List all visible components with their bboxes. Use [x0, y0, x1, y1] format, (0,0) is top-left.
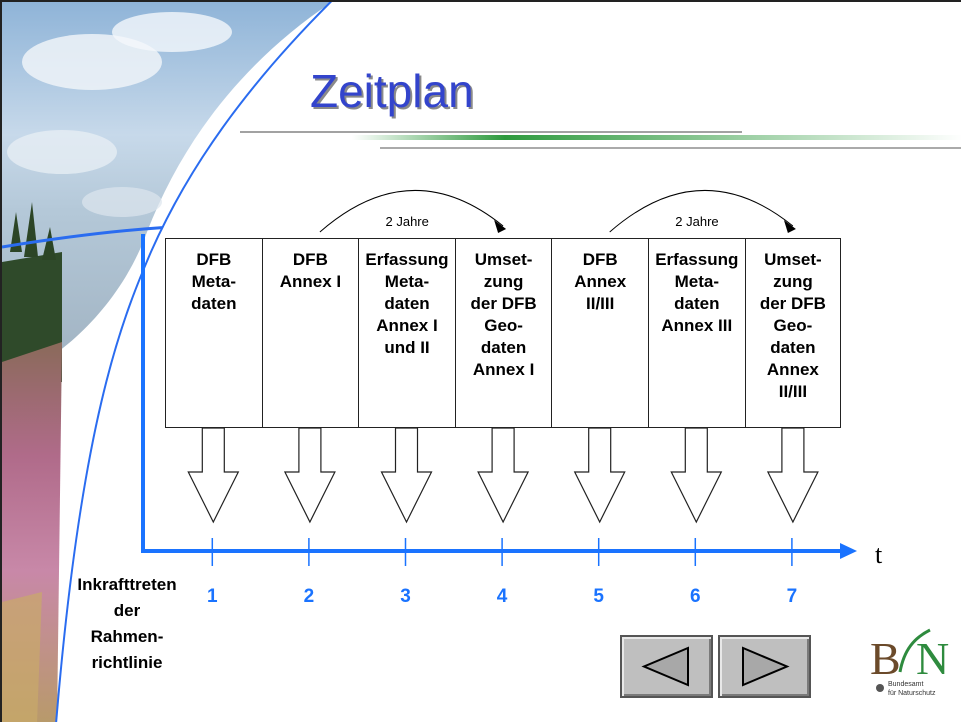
span-arrowhead-2 — [783, 220, 796, 233]
back-button[interactable] — [620, 635, 713, 698]
phase-box-2: DFB Annex I — [261, 238, 359, 428]
arrows-layer — [187, 427, 819, 524]
axis-tick-label-5: 5 — [593, 586, 604, 607]
triangle-right-icon — [742, 646, 790, 687]
triangle-left-icon — [641, 646, 689, 687]
logo-line1: Bundesamt — [888, 681, 923, 688]
axis-tick-label-3: 3 — [400, 586, 411, 607]
svg-text:B: B — [870, 633, 901, 684]
down-arrow-3 — [380, 427, 433, 524]
span-arrowhead-1 — [494, 220, 507, 233]
axis-variable-label: t — [875, 540, 883, 569]
axis-tick-label-2: 2 — [303, 586, 315, 607]
axis-tick-label-4: 4 — [496, 586, 508, 607]
bfn-logo-mark: B N Bundesamt für Naturschutz — [870, 628, 949, 697]
span-arc-2 — [609, 189, 794, 233]
axis-start-label: Inkrafttreten der Rahmen- richtlinie — [77, 575, 177, 672]
slide-title: Zeitplan — [310, 65, 474, 117]
phase-box-6: Erfassung Meta- daten Annex III — [648, 238, 745, 428]
svg-text:N: N — [916, 633, 949, 684]
axis-tick-label-6: 6 — [690, 586, 701, 607]
down-arrow-2 — [283, 427, 336, 524]
span-label-1: 2 Jahre — [385, 214, 429, 229]
down-arrow-7 — [766, 427, 819, 524]
phase-box-4: Umset- zung der DFB Geo- daten Annex I — [454, 238, 552, 428]
ticks-layer — [211, 538, 793, 566]
logo-line2: für Naturschutz — [888, 690, 936, 697]
down-arrow-6 — [670, 427, 723, 524]
forward-button[interactable] — [718, 635, 811, 698]
axis-tick-label-7: 7 — [786, 586, 798, 607]
down-arrow-1 — [187, 427, 240, 524]
down-arrow-4 — [477, 427, 530, 524]
span-arc-1 — [319, 189, 504, 233]
phase-box-7: Umset- zung der DFB Geo- daten Annex II/… — [744, 238, 842, 428]
phase-box-5: DFB Annex II/III — [551, 238, 648, 428]
bfn-logo: B N Bundesamt für Naturschutz — [864, 620, 959, 716]
down-arrow-5 — [573, 427, 626, 524]
span-label-2: 2 Jahre — [675, 214, 719, 229]
phase-box-3: Erfassung Meta- daten Annex I und II — [358, 238, 455, 428]
axis-tick-label-1: 1 — [207, 586, 218, 607]
phase-box-1: DFB Meta- daten — [165, 238, 262, 428]
spans-layer — [319, 189, 796, 233]
